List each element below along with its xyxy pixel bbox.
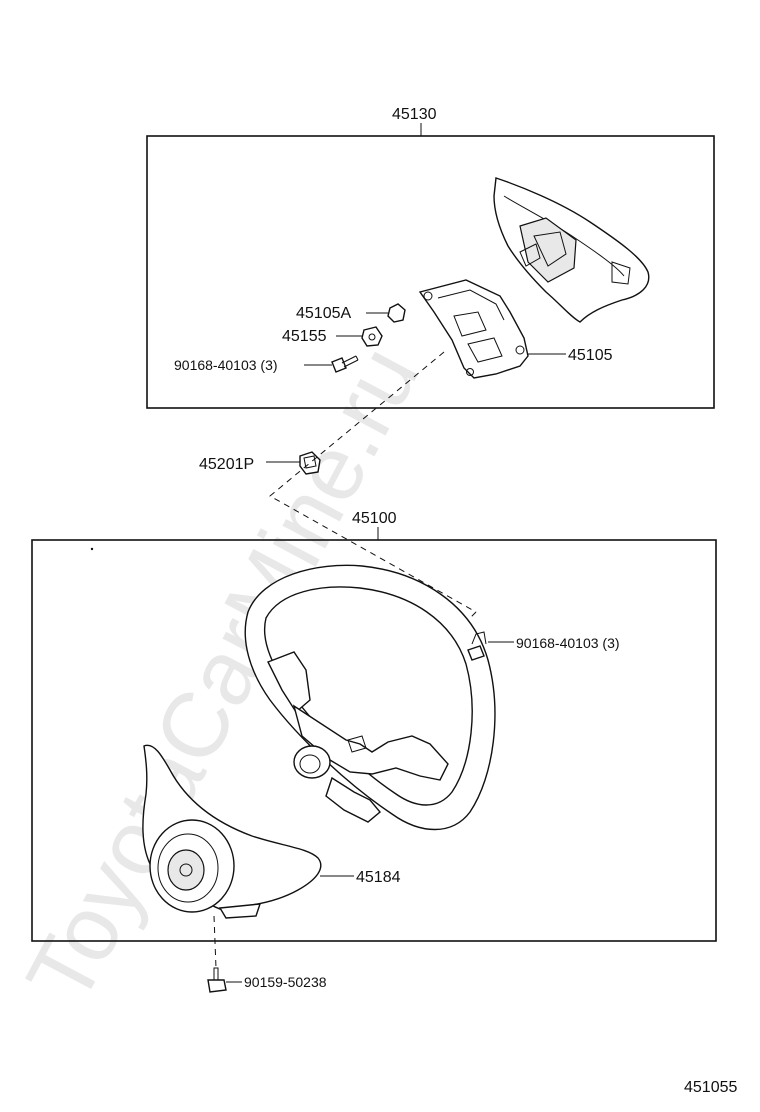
assembly-label-45130: 45130 xyxy=(392,106,437,123)
wheel-spokes xyxy=(267,651,449,823)
nut-45201P xyxy=(299,451,321,475)
lower-cover-45184 xyxy=(142,744,322,919)
alignment-line-bottom xyxy=(213,915,217,969)
alignment-line-upper xyxy=(269,351,477,613)
callout-90168-upper: 90168-40103 (3) xyxy=(174,357,278,373)
assembly-label-45100: 45100 xyxy=(352,510,397,527)
callout-45155: 45155 xyxy=(282,328,327,345)
steering-wheel-rim xyxy=(244,564,496,831)
callout-45184: 45184 xyxy=(356,869,401,886)
screw-90159 xyxy=(207,967,227,993)
upper-assembly-frame xyxy=(146,135,715,409)
lower-assembly-frame xyxy=(31,539,717,942)
nut-45155 xyxy=(361,326,383,347)
screw-90168-lower xyxy=(467,631,487,661)
callout-45201P: 45201P xyxy=(199,456,254,473)
figure-number: 451055 xyxy=(684,1079,737,1096)
screw-90168-upper xyxy=(331,355,359,373)
stray-dot xyxy=(90,547,94,551)
callout-45105: 45105 xyxy=(568,347,613,364)
bracket-45105 xyxy=(418,279,529,379)
callout-90168-lower: 90168-40103 (3) xyxy=(516,635,620,651)
callout-90159: 90159-50238 xyxy=(244,974,327,990)
horn-pad-cover xyxy=(493,177,650,323)
nut-45105A xyxy=(387,303,406,323)
callout-45105A: 45105A xyxy=(296,305,351,322)
